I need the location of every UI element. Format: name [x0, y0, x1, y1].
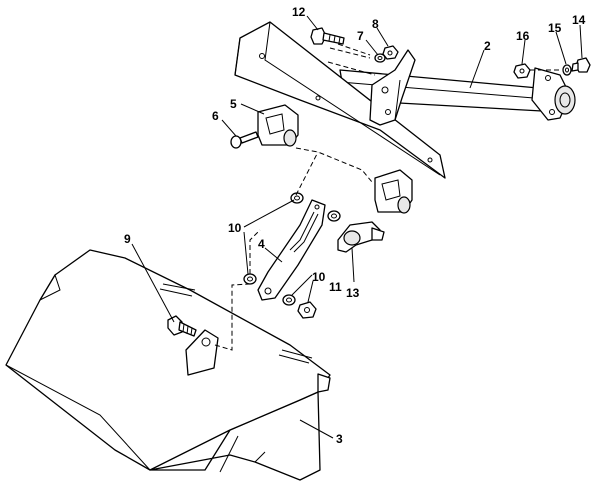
wing-knob: [337, 221, 385, 253]
callout-4: 4: [258, 237, 265, 251]
callout-11: 11: [329, 280, 342, 294]
callout-10-right: 10: [312, 270, 326, 284]
callout-8: 8: [372, 17, 379, 31]
alignment-lines: [214, 43, 562, 351]
pivot-block-lower: [374, 169, 413, 214]
washer-10-left: [243, 273, 257, 285]
pivot-block-upper: [257, 104, 299, 147]
chute-mounting-bracket: [185, 329, 219, 376]
chute-panel: [5, 249, 331, 481]
callout-5: 5: [230, 97, 237, 111]
callout-2: 2: [484, 39, 491, 53]
nut-11: [297, 301, 317, 319]
callout-9: 9: [124, 232, 131, 246]
leader-lines: [131, 15, 583, 439]
callout-13: 13: [346, 286, 360, 300]
callout-7: 7: [357, 29, 364, 43]
bolt-9: [167, 315, 197, 337]
main-arm: [234, 21, 576, 179]
callout-16: 16: [516, 29, 530, 43]
washer-7: [374, 53, 386, 63]
nut-16: [513, 63, 531, 79]
bolt-12: [310, 27, 345, 45]
nut-8: [382, 45, 399, 60]
callout-3: 3: [336, 432, 343, 446]
slotted-link: [257, 199, 326, 301]
washer-15: [562, 64, 572, 76]
bolt-14: [571, 57, 591, 73]
callout-14: 14: [572, 13, 586, 27]
callout-labels: 12 8 7 2 16 15 14 5 6 10 4 9 10 11 13 3: [124, 5, 586, 446]
washer-10-right: [327, 210, 341, 222]
callout-10-left: 10: [228, 221, 242, 235]
washer-10-bottom: [282, 294, 296, 306]
washer-10-top: [290, 192, 304, 204]
callout-12: 12: [292, 5, 306, 19]
callout-6: 6: [212, 109, 219, 123]
callout-15: 15: [548, 21, 562, 35]
